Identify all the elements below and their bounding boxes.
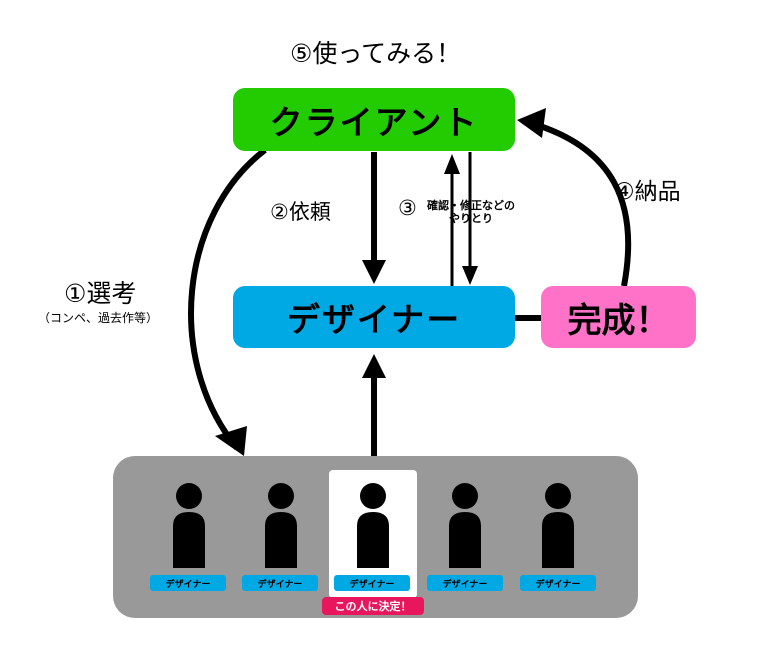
step-request-label: ②依頼	[270, 200, 331, 224]
designer-tag: デザイナー	[334, 575, 410, 591]
step-deliver-label: ④納品	[614, 179, 681, 205]
exchange-detail-line-2: やりとり	[449, 212, 493, 225]
designer-tag: デザイナー	[150, 575, 226, 591]
request-arrowhead	[362, 260, 386, 284]
designer-2	[256, 482, 306, 572]
designer-tag: デザイナー	[520, 575, 596, 591]
done-label: 完成！	[567, 300, 670, 341]
client-box: クライアント	[233, 88, 515, 151]
exchange-detail-line-1: 確認・修正などの	[427, 199, 515, 212]
selection-arrowhead	[215, 426, 247, 456]
designer-tag: デザイナー	[427, 575, 503, 591]
designer-4	[440, 482, 490, 572]
step-select-label: ①選考	[64, 279, 137, 308]
delivery-arrowhead	[517, 108, 546, 138]
decision-badge: この人に決定！	[322, 597, 424, 615]
designer-box: デザイナー	[233, 286, 515, 348]
designer-5	[533, 482, 583, 572]
selection-arrow	[188, 147, 267, 450]
person-icon	[265, 483, 297, 568]
selected-arrowhead	[362, 354, 386, 378]
designer-tag: デザイナー	[242, 575, 318, 591]
person-icon	[449, 483, 481, 568]
exchange-up-arrowhead	[444, 154, 460, 174]
delivery-arrow	[539, 123, 632, 287]
designer-label: デザイナー	[286, 300, 462, 339]
client-label: クライアント	[269, 102, 479, 142]
exchange-down-arrowhead	[462, 266, 478, 285]
step-select-detail: （コンペ、過去作等）	[38, 311, 159, 325]
step-use-label: ⑤使ってみる！	[290, 39, 462, 68]
done-box: 完成！	[541, 286, 696, 348]
step-exchange-detail: 確認・修正などの やりとり	[427, 199, 515, 225]
designer-1	[164, 482, 214, 572]
person-icon	[357, 483, 389, 568]
step-exchange-label: ③	[398, 196, 417, 220]
person-icon	[173, 483, 205, 568]
person-icon	[542, 483, 574, 568]
designer-3	[348, 482, 398, 572]
